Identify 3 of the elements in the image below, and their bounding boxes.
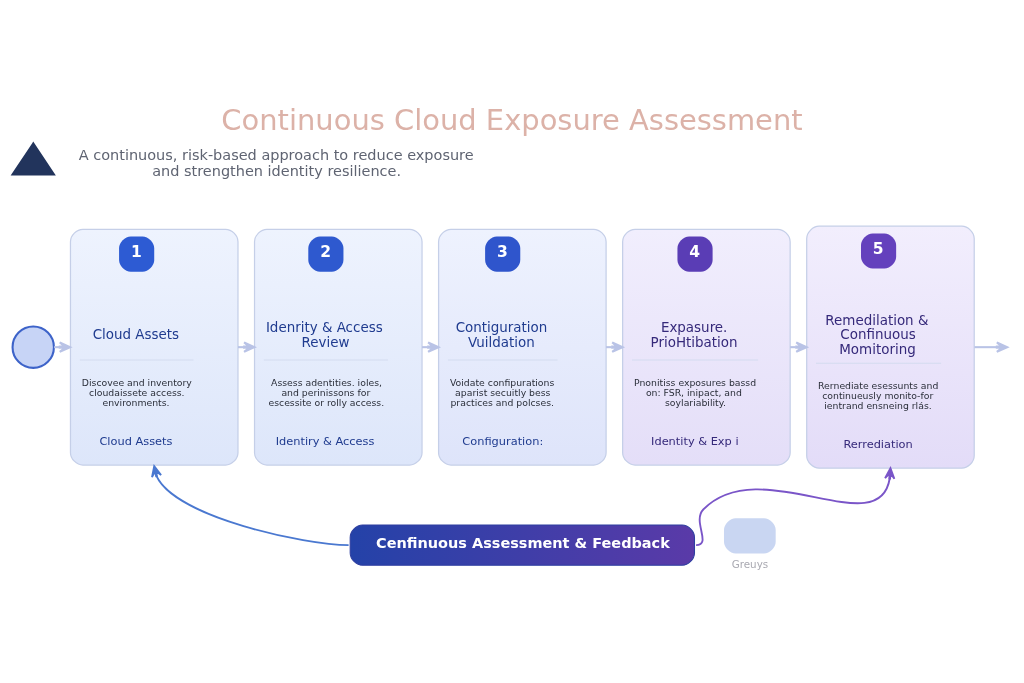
node-label: Greuys: [731, 557, 769, 570]
label: A continuous, risk-based approach to reduce exposure and strengthen identity resilience.: [78, 146, 474, 179]
diagram-title: Continuous Cloud Exposure Assessment: [221, 102, 803, 137]
